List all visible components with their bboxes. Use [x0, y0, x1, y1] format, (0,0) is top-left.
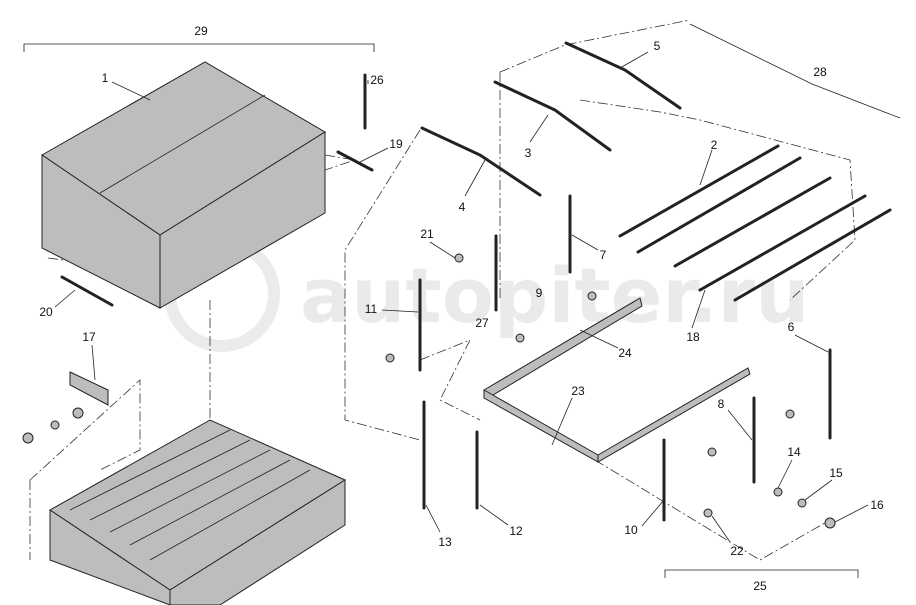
callout-14: 14: [787, 445, 801, 459]
callout-21: 21: [420, 227, 434, 241]
callout-25: 25: [753, 579, 767, 593]
callout-26: 26: [370, 73, 384, 87]
bracket-29: [23, 43, 375, 52]
callout-11: 11: [365, 302, 378, 316]
callout-13: 13: [438, 535, 452, 549]
leader-lines: [54, 51, 869, 543]
callout-17: 17: [82, 330, 96, 344]
callout-16: 16: [870, 498, 884, 512]
callout-20: 20: [39, 305, 53, 319]
callout-9: 9: [536, 286, 543, 300]
callout-5: 5: [654, 39, 661, 53]
frame-parts: [60, 41, 892, 529]
callout-4: 4: [459, 200, 466, 214]
callout-7: 7: [600, 248, 607, 262]
bolts-left: [22, 407, 84, 444]
callout-1: 1: [102, 71, 109, 85]
callout-18: 18: [686, 330, 700, 344]
callout-8: 8: [718, 397, 725, 411]
bracket-28: [689, 23, 901, 119]
callout-19: 19: [389, 137, 403, 151]
callout-6: 6: [788, 320, 795, 334]
callout-27: 27: [475, 316, 489, 330]
callout-24: 24: [618, 346, 632, 360]
callout-12: 12: [509, 524, 523, 538]
callout-2: 2: [711, 138, 718, 152]
callout-3: 3: [525, 146, 532, 160]
part-17-plate: [69, 371, 109, 406]
callout-labels: 29 1 26 19 5 28 3 2 4 7 21 9 11 27 24 18…: [39, 24, 884, 593]
cargo-bed: [49, 419, 347, 605]
callout-28: 28: [813, 65, 827, 79]
tarp-cover: [41, 61, 326, 309]
callout-22: 22: [730, 544, 744, 558]
callout-15: 15: [829, 466, 843, 480]
svg-text:autopiter.ru: autopiter.ru: [300, 251, 809, 340]
callout-29: 29: [194, 24, 208, 38]
watermark: autopiter.ru: [164, 236, 809, 352]
bracket-25: [664, 569, 859, 578]
callout-23: 23: [571, 384, 585, 398]
callout-10: 10: [624, 523, 638, 537]
